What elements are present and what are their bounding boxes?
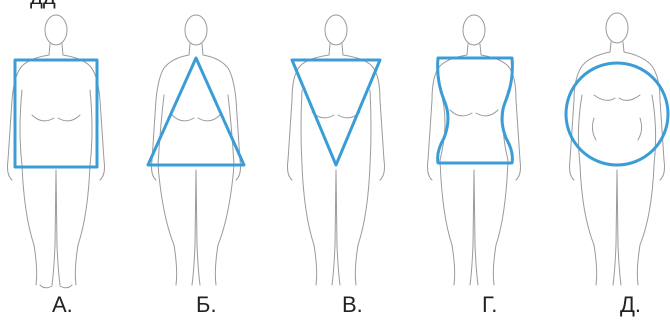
body-outline-triangle [134,0,268,322]
body-outline-circle [536,0,670,322]
hourglass-shape [438,58,513,163]
body-outline-inverted-triangle [268,0,402,322]
rectangle-shape [15,60,97,167]
label-b: Б. [196,293,217,317]
label-d: Д. [620,293,641,317]
label-g: Г. [482,293,497,317]
label-v: В. [342,293,363,317]
circle-shape [566,63,668,165]
figure-hourglass: Г. [402,0,536,322]
figure-rectangle: А. [0,0,134,322]
label-a: А. [52,293,73,317]
figure-circle: Д. [536,0,670,322]
inverted-triangle-shape [292,60,380,165]
figure-triangle: Б. [134,0,268,322]
body-outline-rectangle [0,0,134,322]
figure-inverted-triangle: В. [268,0,402,322]
body-outline-hourglass [402,0,536,322]
